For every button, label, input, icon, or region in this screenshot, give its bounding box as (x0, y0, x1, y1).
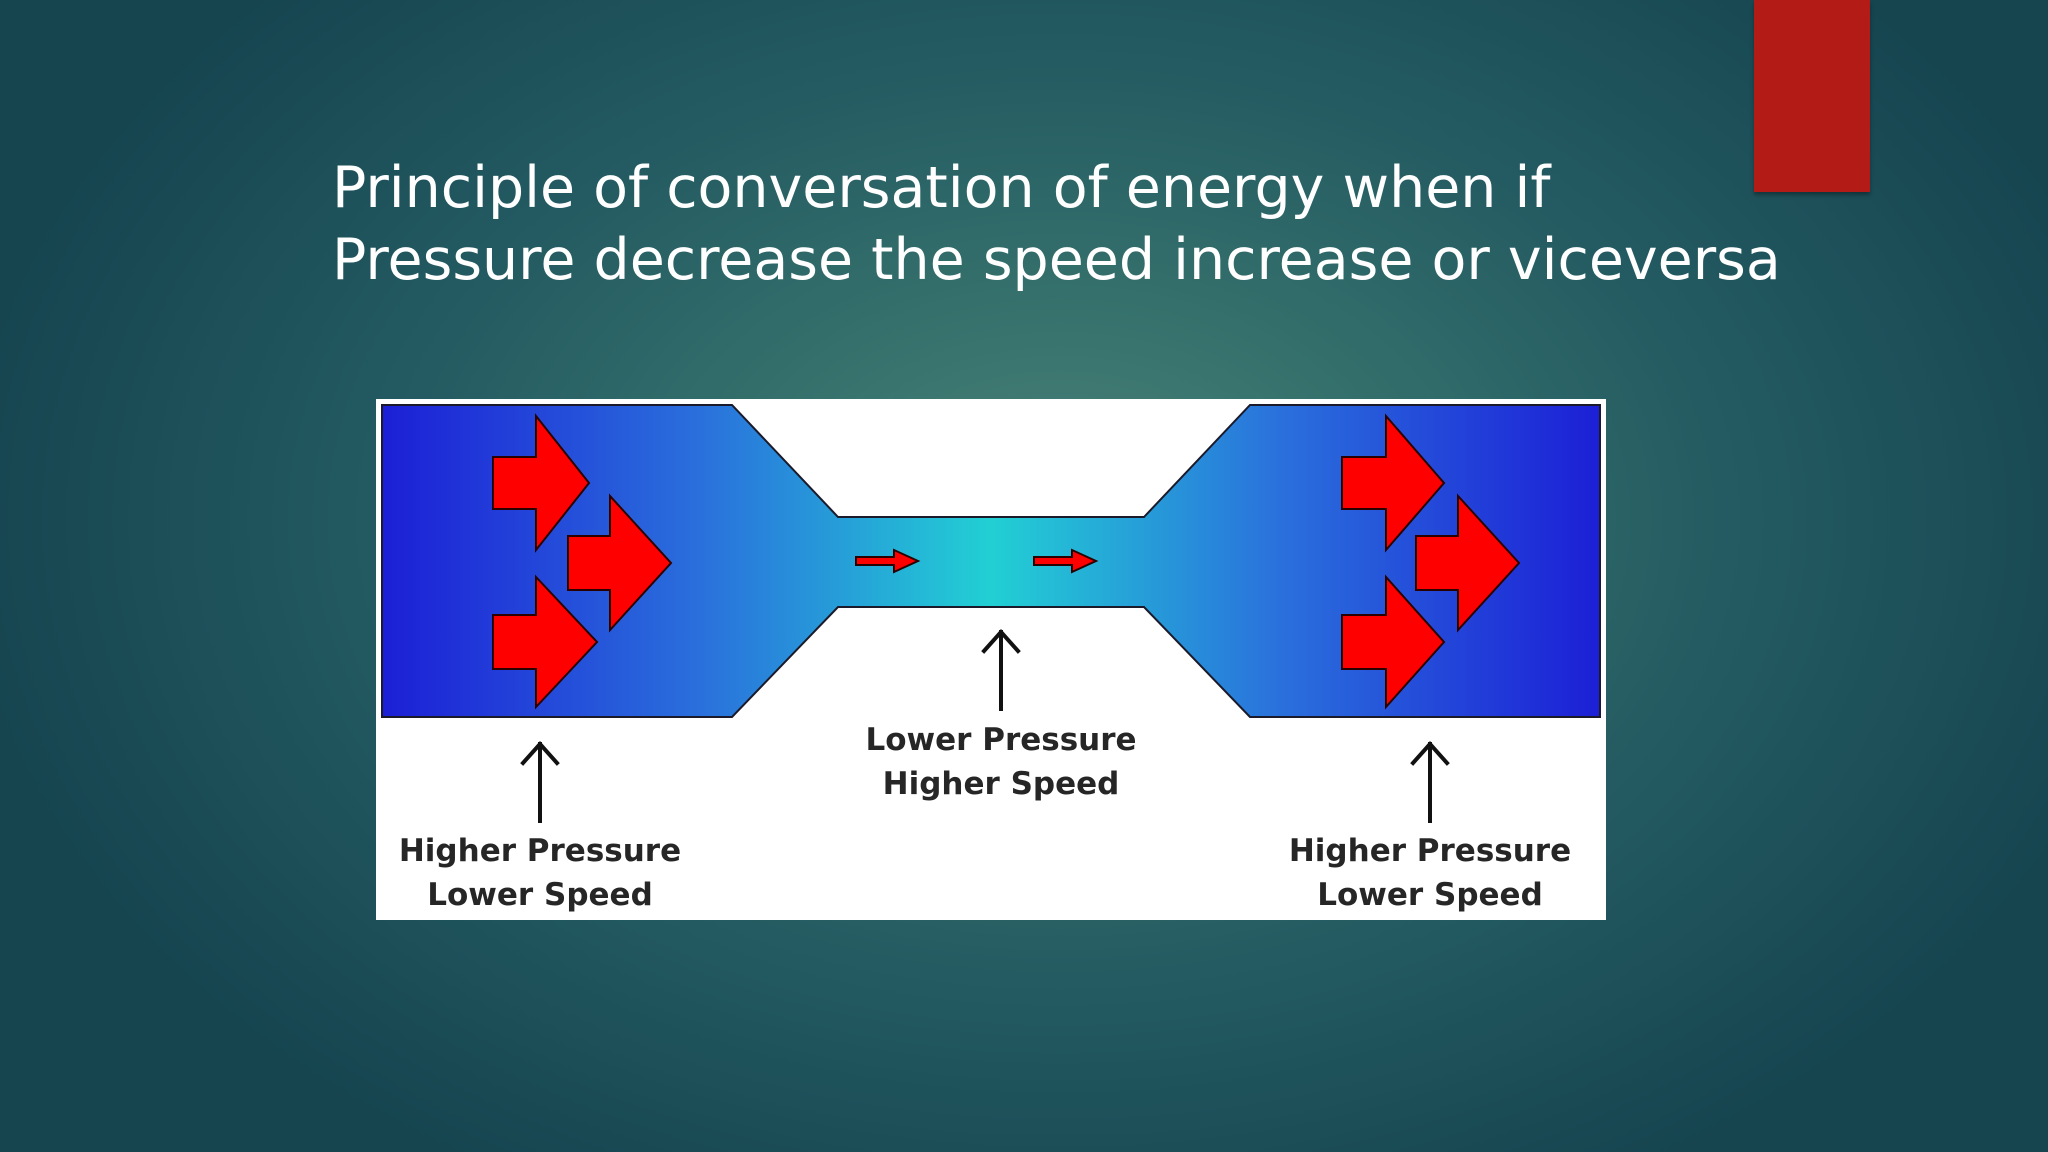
pointer-arrow-center (981, 629, 1021, 711)
left-label-speed: Lower Speed (427, 877, 653, 913)
flow-arrow-left-middle (567, 493, 673, 633)
venturi-diagram: Higher Pressure Lower Speed Lower Pressu… (376, 399, 1606, 920)
center-label-speed: Higher Speed (883, 766, 1120, 802)
title-line-2: Pressure decrease the speed increase or … (332, 227, 1781, 293)
flow-arrow-right-bottom (1341, 574, 1446, 710)
flow-arrow-right-top (1341, 413, 1446, 553)
flow-arrow-throat-2 (1033, 548, 1099, 574)
flow-arrow-left-top (492, 413, 591, 553)
venturi-pipe (381, 404, 1601, 718)
flow-arrow-left-bottom (492, 574, 599, 710)
right-label-pressure: Higher Pressure (1289, 833, 1571, 869)
center-label-pressure: Lower Pressure (865, 722, 1136, 758)
pointer-arrow-left (520, 741, 560, 823)
flow-arrow-throat-1 (855, 548, 921, 574)
title-line-1: Principle of conversation of energy when… (332, 155, 1551, 221)
right-label-speed: Lower Speed (1317, 877, 1543, 913)
slide-title: Principle of conversation of energy when… (332, 152, 1792, 296)
accent-bar (1754, 0, 1870, 192)
flow-arrow-right-middle (1415, 493, 1521, 633)
pointer-arrow-right (1410, 741, 1450, 823)
left-label-pressure: Higher Pressure (399, 833, 681, 869)
